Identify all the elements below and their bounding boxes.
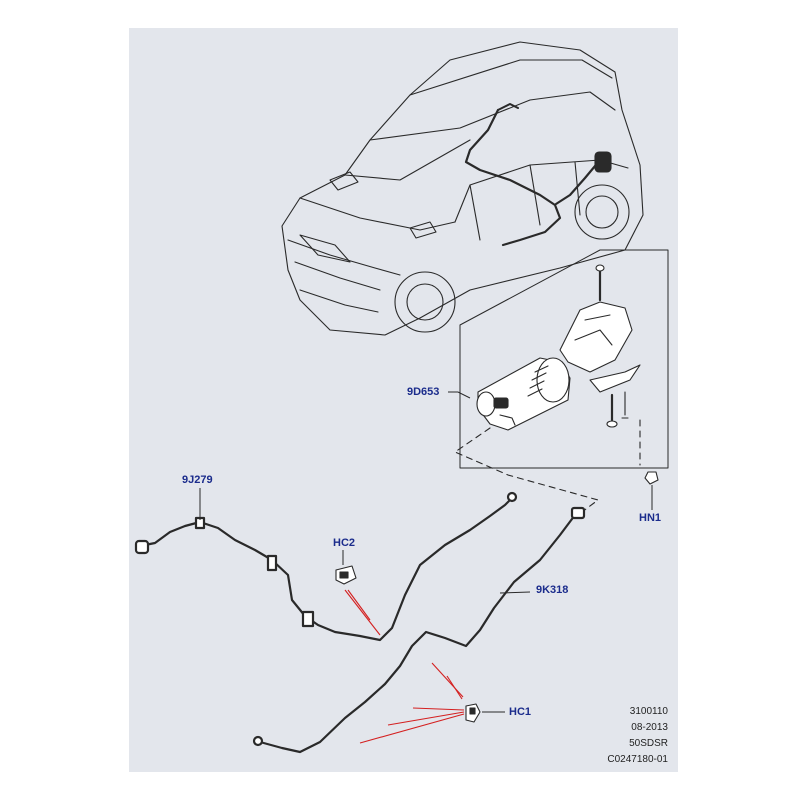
reference-line-2: 08-2013: [631, 722, 668, 733]
reference-line-1: 3100110: [629, 706, 668, 717]
callout-hn1: HN1: [639, 512, 662, 524]
callout-hc1: HC1: [509, 706, 532, 718]
hose-9j279-illustration: [134, 491, 518, 642]
callout-9k318: 9K318: [536, 584, 569, 596]
hose-9k318-illustration: [252, 506, 586, 754]
canister-illustration: [476, 357, 571, 431]
reference-line-3: 50SDSR: [629, 738, 668, 749]
bracket-illustration: [559, 264, 641, 428]
callout-hc2: HC2: [333, 537, 356, 549]
reference-line-4: C0247180-01: [607, 754, 668, 765]
vehicle-illustration: [281, 41, 644, 336]
callout-9d653: 9D653: [407, 386, 440, 398]
clip-hc2-illustration: [335, 565, 357, 585]
drawing-sheet: [129, 28, 678, 772]
clip-hc1-illustration: [465, 703, 481, 723]
callout-9j279: 9J279: [182, 474, 213, 486]
